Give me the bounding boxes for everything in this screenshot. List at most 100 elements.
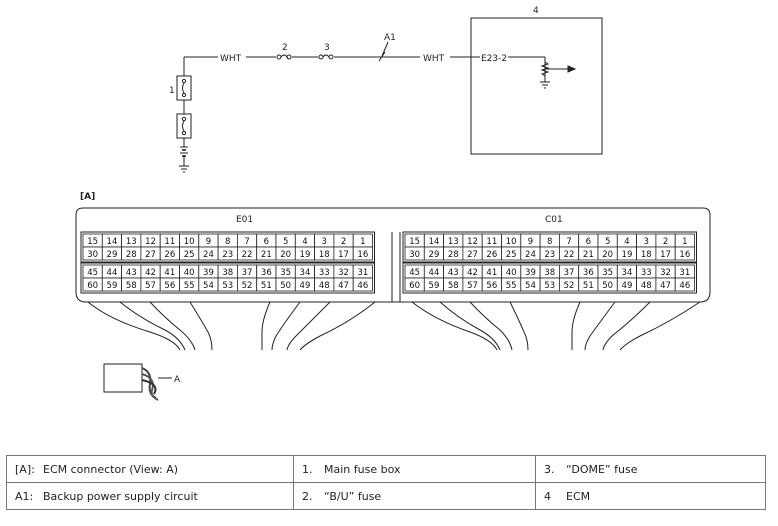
connector-view-label: [A] [80, 192, 95, 202]
pin-number: 6 [264, 237, 269, 247]
fuse-b-u-symbol [276, 54, 292, 60]
pin-number: 38 [544, 268, 555, 278]
pin-number: 14 [429, 237, 440, 247]
pin-number: 57 [467, 281, 478, 291]
legend-key: [A]: [15, 462, 35, 476]
pin-number: 18 [641, 250, 652, 260]
pin-number: 52 [564, 281, 575, 291]
pin-number: 21 [583, 250, 594, 260]
pin-number: 1 [682, 237, 687, 247]
pin-number: 4 [302, 237, 307, 247]
pin-number: 34 [300, 268, 311, 278]
pin-number: 55 [506, 281, 517, 291]
pin-number: 19 [622, 250, 633, 260]
pin-block-upper [402, 231, 697, 263]
pin-number: 10 [506, 237, 517, 247]
wire-color-right: WHT [423, 54, 445, 64]
legend-key: A1: [15, 489, 34, 503]
pin-number: 41 [164, 268, 175, 278]
legend-cell: A1:Backup power supply circuit [6, 482, 294, 510]
pin-number: 6 [586, 237, 591, 247]
pin-number: 2 [663, 237, 668, 247]
pin-cell [674, 277, 695, 292]
pin-number: 38 [222, 268, 233, 278]
pin-number: 39 [525, 268, 536, 278]
pin-number: 25 [184, 250, 195, 260]
legend-key: 1. [302, 462, 313, 476]
pin-number: 20 [602, 250, 613, 260]
pin-number: 25 [506, 250, 517, 260]
pin-number: 49 [622, 281, 633, 291]
pin-number: 59 [429, 281, 440, 291]
pin-number: 26 [486, 250, 497, 260]
ecm-connector-outline [75, 207, 711, 351]
pin-number: 29 [107, 250, 118, 260]
pin-number: 16 [357, 250, 368, 260]
legend-key: 3. [544, 462, 555, 476]
pin-number: 60 [409, 281, 420, 291]
pin-number: 23 [222, 250, 233, 260]
pin-number: 28 [448, 250, 459, 260]
pin-number: 12 [467, 237, 478, 247]
legend-text: “DOME” fuse [566, 462, 638, 476]
pin-number: 15 [87, 237, 98, 247]
pin-number: 14 [107, 237, 118, 247]
pin-number: 56 [164, 281, 175, 291]
legend-cell: 3. “DOME” fuse [535, 455, 766, 483]
plug-icon [103, 363, 172, 401]
pin-cell [352, 277, 373, 292]
pin-number: 1 [360, 237, 365, 247]
legend-row: [A]:ECM connector (View: A) 1.Main fuse … [6, 455, 766, 483]
pin-number: 49 [300, 281, 311, 291]
pin-number: 7 [566, 237, 571, 247]
legend-cell: 2.“B/U” fuse [293, 482, 536, 510]
pin-number: 32 [660, 268, 671, 278]
pin-number: 58 [448, 281, 459, 291]
pin-number: 16 [679, 250, 690, 260]
pin-number: 28 [126, 250, 137, 260]
pin-number: 20 [280, 250, 291, 260]
pin-number: 3 [644, 237, 649, 247]
pin-number: 5 [283, 237, 288, 247]
legend-text: Main fuse box [324, 462, 401, 476]
pin-number: 29 [429, 250, 440, 260]
pin-number: 9 [528, 237, 533, 247]
plug-label: A [174, 375, 181, 385]
pin-number: 41 [486, 268, 497, 278]
pin-number: 53 [544, 281, 555, 291]
pin-number: 11 [486, 237, 497, 247]
pin-number: 56 [486, 281, 497, 291]
circuit-ref-label: A1 [384, 33, 396, 43]
pin-number: 3 [322, 237, 327, 247]
battery-icon [179, 138, 189, 173]
pin-number: 36 [261, 268, 272, 278]
pin-number: 50 [602, 281, 613, 291]
legend-cell: 1. Main fuse box [293, 455, 536, 483]
legend-table: [A]:ECM connector (View: A) 1.Main fuse … [6, 455, 766, 510]
pin-number: 53 [222, 281, 233, 291]
circuit-leader [381, 41, 389, 57]
pin-block-lower [80, 262, 375, 294]
pin-number: 22 [242, 250, 253, 260]
pin-number: 12 [145, 237, 156, 247]
legend-key: 2. [302, 489, 313, 503]
pin-number: 37 [564, 268, 575, 278]
pin-number: 34 [622, 268, 633, 278]
pin-number: 33 [641, 268, 652, 278]
pin-number: 30 [87, 250, 98, 260]
pin-number: 21 [261, 250, 272, 260]
resistor-icon [540, 61, 577, 77]
pin-number: 22 [564, 250, 575, 260]
ground-icon [540, 81, 550, 89]
fuse-dome-symbol [318, 54, 334, 60]
pin-number: 18 [319, 250, 330, 260]
fuse-dome-number: 3 [324, 43, 330, 53]
pin-number: 23 [544, 250, 555, 260]
pin-number: 42 [467, 268, 478, 278]
legend-row: A1:Backup power supply circuit 2.“B/U” f… [6, 482, 766, 510]
pin-number: 51 [261, 281, 272, 291]
pin-number: 60 [87, 281, 98, 291]
pin-cell [674, 246, 695, 261]
